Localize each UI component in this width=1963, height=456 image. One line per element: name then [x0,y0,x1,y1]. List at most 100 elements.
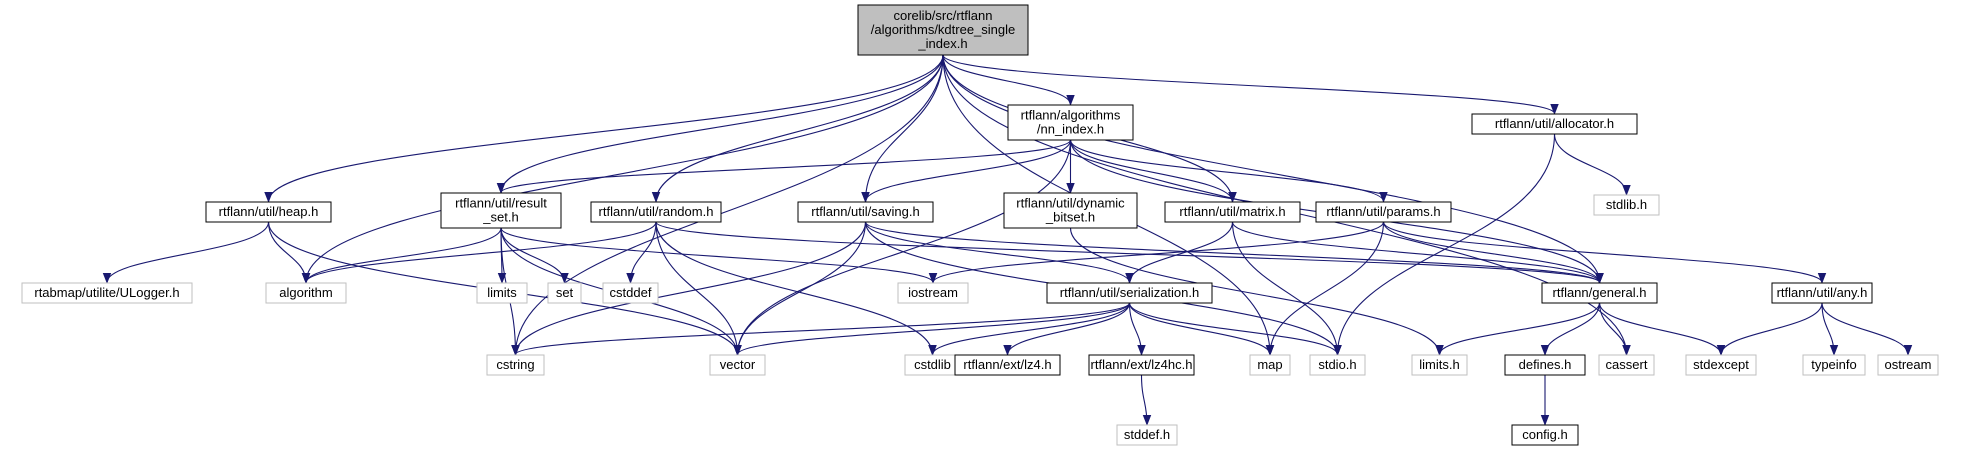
node-label: iostream [908,285,958,300]
arrowhead [1265,345,1275,356]
edge-root-to-general [942,54,1601,283]
arrowhead [1550,104,1559,115]
edge-random-to-general [655,221,1601,283]
node-serialization[interactable]: rtflann/util/serialization.h [1046,282,1213,304]
node-label: rtflann/util/serialization.h [1060,285,1199,300]
edge-params-to-map [1269,221,1385,355]
node-label: set [556,285,574,300]
node-box [1541,282,1658,304]
node-box [1249,354,1291,376]
edge-saving-to-cstring [514,221,867,355]
arrowhead [1622,345,1631,356]
node-defines[interactable]: defines.h [1504,354,1586,376]
node-box [547,282,582,304]
node-result-set[interactable]: rtflann/util/result_set.h [440,192,562,229]
node-box [1802,354,1866,376]
node-heap[interactable]: rtflann/util/heap.h [205,201,332,223]
node-dynamic-bitset[interactable]: rtflann/util/dynamic_bitset.h [1003,192,1138,229]
edge-result_set-to-iostream [500,227,934,283]
node-label: map [1257,357,1282,372]
edge-serialization-to-cstring [514,302,1131,355]
node-label: rtflann/ext/lz4.h [963,357,1051,372]
node-nn-index[interactable]: rtflann/algorithms/nn_index.h [1007,104,1134,141]
arrowhead [1066,183,1075,194]
arrowhead [496,183,506,194]
node-box [1598,354,1655,376]
node-label: rtflann/algorithms [1021,108,1121,123]
arrowhead [1817,273,1827,284]
arrowhead [1716,345,1726,356]
node-lz4hc[interactable]: rtflann/ext/lz4hc.h [1088,354,1195,376]
edge-serialization-to-map [1128,302,1271,355]
node-label: rtflann/util/any.h [1777,285,1868,300]
node-label: _bitset.h [1045,210,1095,225]
node-stdlib: stdlib.h [1593,194,1660,216]
edge-nn_index-to-params [1069,139,1385,202]
node-box [954,354,1061,376]
arrowhead [497,273,507,284]
node-box [1088,354,1195,376]
node-label: /algorithms/kdtree_single [871,22,1016,37]
node-lz4[interactable]: rtflann/ext/lz4.h [954,354,1061,376]
node-cstring: cstring [486,354,545,376]
edge-serialization-to-lz4 [1006,302,1131,355]
node-root[interactable]: corelib/src/rtflann/algorithms/kdtree_si… [857,4,1029,56]
node-label: stdlib.h [1606,197,1647,212]
node-saving[interactable]: rtflann/util/saving.h [797,201,934,223]
node-label: limits [487,285,517,300]
edge-root-to-nn_index [942,54,1072,105]
node-random[interactable]: rtflann/util/random.h [590,201,722,223]
edge-root-to-saving [864,54,944,202]
node-box [205,201,332,223]
node-label: rtabmap/utilite/ULogger.h [34,285,179,300]
node-stddef: stddef.h [1116,424,1178,446]
node-label: rtflann/util/allocator.h [1495,116,1614,131]
node-config[interactable]: config.h [1511,424,1579,446]
node-box [265,282,347,304]
node-label: rtflann/util/matrix.h [1179,204,1285,219]
node-limits-h: limits.h [1411,354,1468,376]
edge-allocator-to-stdio [1336,133,1556,355]
edge-general-to-stdexcept [1598,302,1722,355]
arrowhead [1379,192,1388,203]
edge-root-to-cstring [514,54,944,355]
node-map: map [1249,354,1291,376]
edge-saving-to-vector [736,221,867,355]
node-matrix[interactable]: rtflann/util/matrix.h [1164,201,1301,223]
edge-params-to-general [1382,221,1601,283]
node-general[interactable]: rtflann/general.h [1541,282,1658,304]
node-cstdlib: cstdlib [904,354,961,376]
nodes-layer: corelib/src/rtflann/algorithms/kdtree_si… [21,4,1939,446]
node-box [440,192,562,229]
node-box [1471,113,1638,135]
node-allocator[interactable]: rtflann/util/allocator.h [1471,113,1638,135]
edge-params-to-any [1382,221,1823,283]
arrowhead [928,273,938,284]
edge-allocator-to-stdlib [1553,133,1628,195]
node-label: cstring [496,357,534,372]
node-label: stdexcept [1693,357,1749,372]
node-label: _index.h [917,36,967,51]
arrowhead [651,192,661,203]
node-params[interactable]: rtflann/util/params.h [1315,201,1452,223]
node-label: corelib/src/rtflann [894,8,993,23]
node-stdexcept: stdexcept [1685,354,1757,376]
node-label: _set.h [482,210,518,225]
arrowhead [1903,345,1913,356]
node-label: rtflann/ext/lz4hc.h [1091,357,1193,372]
node-label: limits.h [1419,357,1459,372]
node-any[interactable]: rtflann/util/any.h [1771,282,1873,304]
edge-nn_index-to-vector [736,139,1072,355]
node-vector: vector [709,354,766,376]
node-box [1309,354,1366,376]
node-box [1685,354,1757,376]
arrowhead [1333,345,1342,356]
node-algorithm: algorithm [265,282,347,304]
edge-random-to-algorithm [305,221,657,283]
arrowhead [861,192,870,203]
node-label: rtflann/util/random.h [599,204,714,219]
node-box [1116,424,1178,446]
node-box [1771,282,1873,304]
edge-matrix-to-general [1231,221,1601,283]
arrowhead [626,273,635,284]
